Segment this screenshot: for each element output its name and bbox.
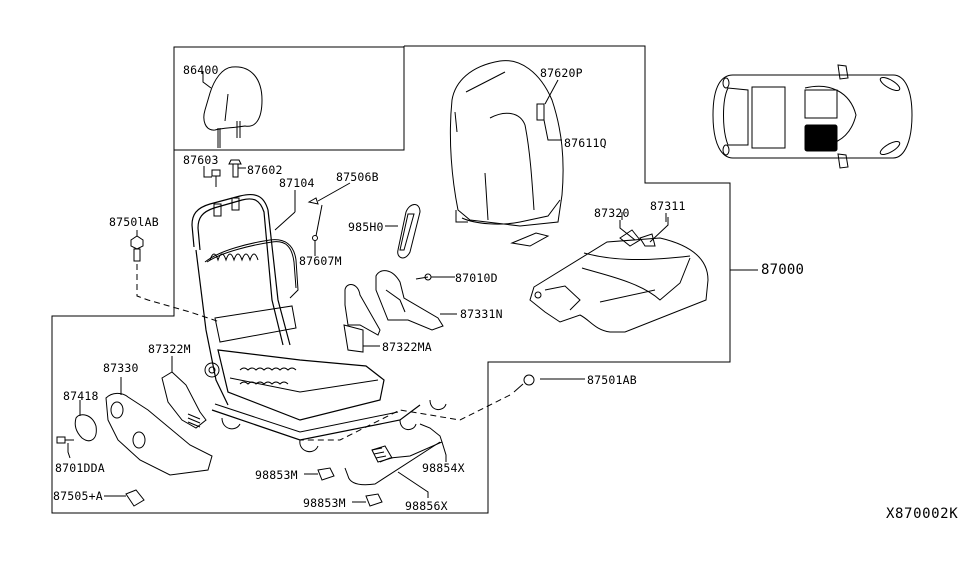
part-label-87010d[interactable]: 87010D (455, 271, 498, 285)
part-label-87104[interactable]: 87104 (279, 176, 315, 190)
part-label-87322ma[interactable]: 87322MA (382, 340, 432, 354)
part-label-87418[interactable]: 87418 (63, 389, 99, 403)
headrest-box-line (173, 46, 404, 150)
part-label-87620p[interactable]: 87620P (540, 66, 583, 80)
part-label-87331n[interactable]: 87331N (460, 307, 503, 321)
part-label-87010da[interactable]: 8701DDA (55, 461, 105, 475)
sensor-harness-drawing (304, 423, 447, 507)
part-label-87603[interactable]: 87603 (183, 153, 219, 167)
part-label-87611q[interactable]: 87611Q (564, 136, 607, 150)
seat-cushion-frame-drawing (204, 349, 447, 453)
part-label-98853m-b[interactable]: 98853M (303, 496, 346, 510)
part-label-87506b[interactable]: 87506B (336, 170, 379, 184)
part-label-98853m-a[interactable]: 98853M (255, 468, 298, 482)
part-label-87501ab-top[interactable]: 8750lAB (109, 215, 159, 229)
diagram-code: X870002K (886, 506, 959, 522)
seat-back-frame-drawing (191, 190, 299, 406)
part-label-87602[interactable]: 87602 (247, 163, 283, 177)
part-label-87311[interactable]: 87311 (650, 199, 686, 213)
headrest-drawing (202, 66, 263, 148)
highlighted-seat-marker (804, 124, 838, 152)
outer-covers-drawing (56, 356, 213, 507)
part-label-86400[interactable]: 86400 (183, 63, 219, 77)
part-label-87607m[interactable]: 87607M (299, 254, 342, 268)
part-label-98854x[interactable]: 98854X (422, 461, 465, 475)
assembly-boundary-line (51, 45, 731, 514)
vehicle-locator (712, 64, 913, 169)
clip-spring-drawing (307, 182, 351, 256)
assembly-label-87000[interactable]: 87000 (761, 262, 805, 278)
part-label-87505a[interactable]: 87505+A (53, 489, 103, 503)
seat-back-trim-drawing (449, 60, 564, 247)
part-label-87501ab-bottom[interactable]: 87501AB (587, 373, 637, 387)
bolts-drawing (130, 230, 585, 441)
part-label-87330[interactable]: 87330 (103, 361, 139, 375)
headrest-guides-drawing (203, 159, 246, 187)
part-label-985h0[interactable]: 985H0 (348, 220, 384, 234)
label-leader-lines (621, 212, 667, 222)
part-label-98856x[interactable]: 98856X (405, 499, 448, 513)
part-label-87320[interactable]: 87320 (594, 206, 630, 220)
part-label-87322m[interactable]: 87322M (148, 342, 191, 356)
airbag-module-drawing (385, 204, 421, 259)
inner-finisher-drawing (343, 270, 457, 353)
seat-cushion-trim-drawing (529, 217, 709, 333)
